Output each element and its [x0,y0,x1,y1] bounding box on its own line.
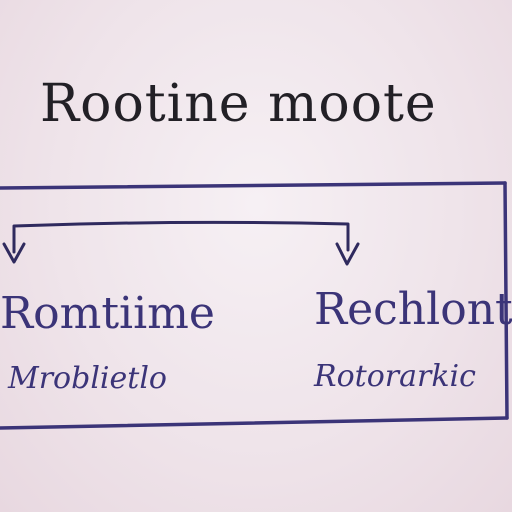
right-primary-label: Rechlont [314,284,512,335]
container-bottom-line [0,416,509,430]
left-secondary-label: Mroblietlo [8,361,167,396]
container-top-line [0,181,507,190]
container-right-line [503,181,509,420]
connector-line [12,220,350,254]
right-secondary-label: Rotorarkic [314,359,476,394]
arrow-head-right [335,242,360,266]
left-primary-label: Romtiime [0,288,215,339]
diagram-title: Rootine moote [40,74,437,134]
arrow-head-left [2,242,26,264]
